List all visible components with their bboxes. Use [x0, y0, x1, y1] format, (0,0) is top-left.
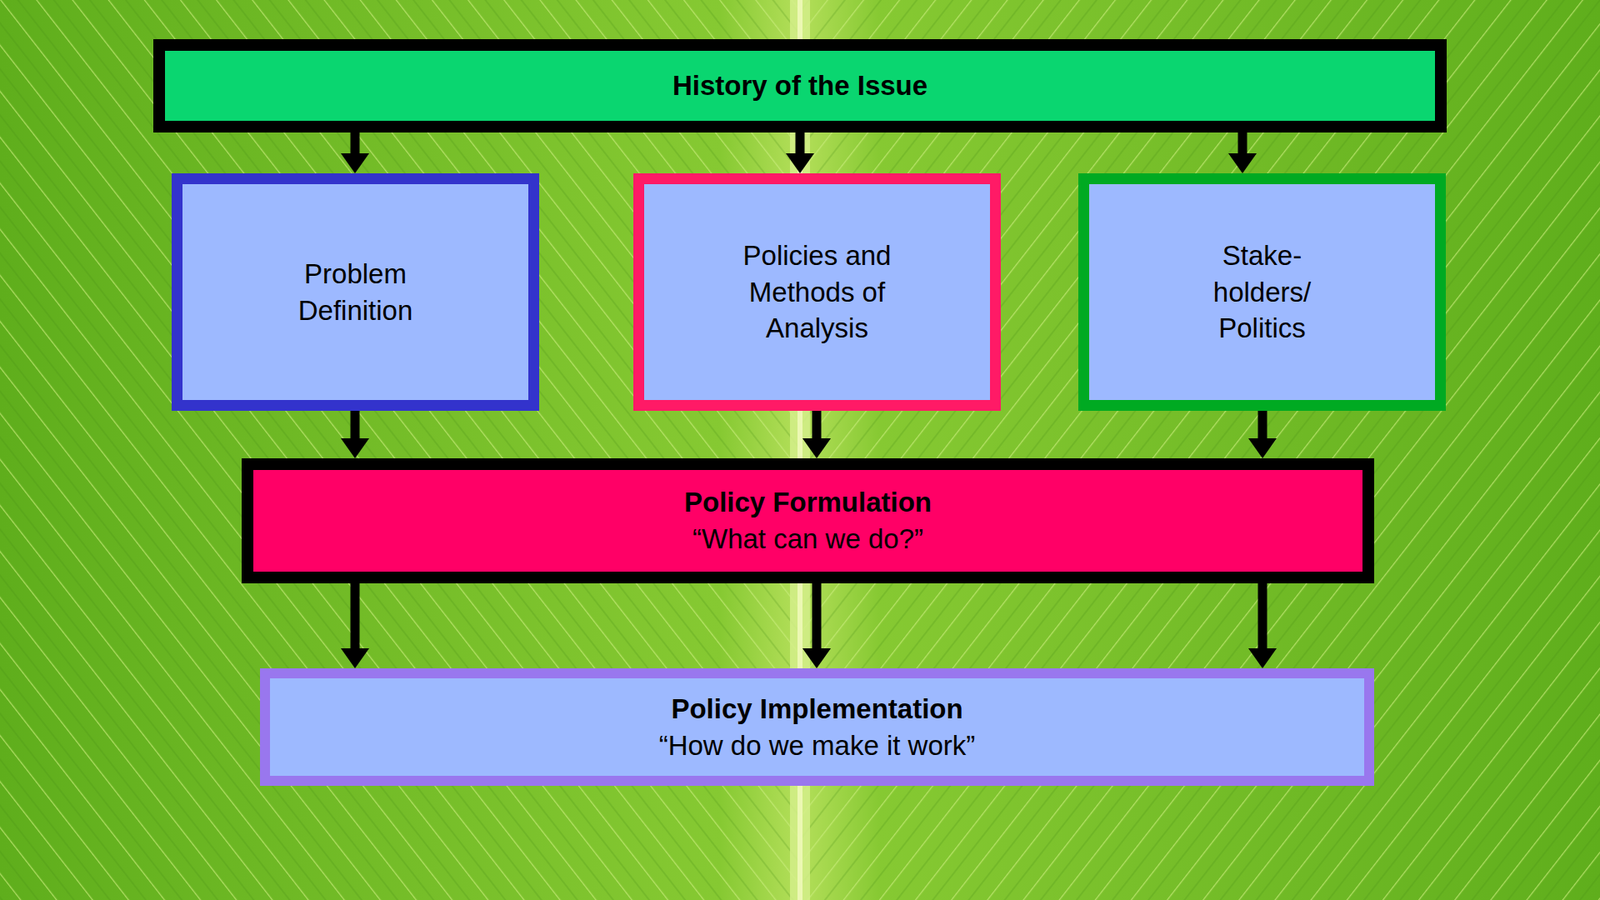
arrow-shaft [350, 132, 360, 155]
process-box: Problem Definition [171, 173, 540, 411]
arrow-head [340, 153, 370, 174]
flow-arrow [340, 132, 370, 174]
node-label: Policy Implementation [670, 690, 963, 728]
node-subtitle: “How do we make it work” [659, 727, 976, 765]
flow-arrow [1228, 132, 1257, 174]
arrow-head [1248, 438, 1277, 459]
flow-arrow [1248, 583, 1277, 669]
node-label: Policy Formulation [684, 484, 932, 521]
arrow-shaft [350, 583, 360, 650]
arrow-head [1248, 648, 1277, 669]
node-subtitle: “What can we do?” [692, 520, 924, 558]
process-box: Stake- holders/ Politics [1078, 173, 1446, 411]
arrow-shaft [795, 132, 805, 155]
arrow-shaft [1258, 583, 1268, 650]
arrow-shaft [1238, 132, 1248, 155]
implementation-box: Policy Implementation“How do we make it … [260, 668, 1375, 786]
header-bar: History of the Issue [153, 39, 1447, 133]
arrow-head [340, 648, 370, 669]
flow-arrow [340, 410, 370, 459]
arrow-head [340, 438, 370, 459]
arrow-shaft [350, 410, 360, 440]
flow-arrow [340, 583, 370, 669]
arrow-shaft [812, 410, 822, 440]
flow-arrow [1248, 410, 1277, 459]
arrow-head [1228, 153, 1257, 174]
flow-arrow [785, 132, 815, 174]
flow-arrow [802, 583, 831, 669]
arrow-head [802, 438, 831, 459]
process-box: Policies and Methods of Analysis [633, 173, 1001, 411]
node-label: Problem Definition [280, 255, 431, 329]
flow-arrow [802, 410, 831, 459]
arrow-head [802, 648, 831, 669]
node-label: Policies and Methods of Analysis [742, 237, 893, 347]
formulation-box: Policy Formulation“What can we do?” [241, 458, 1375, 584]
node-label: Stake- holders/ Politics [1200, 237, 1325, 347]
arrow-shaft [812, 583, 822, 650]
arrow-shaft [1258, 410, 1268, 440]
node-label: History of the Issue [672, 67, 928, 105]
arrow-head [785, 153, 815, 174]
